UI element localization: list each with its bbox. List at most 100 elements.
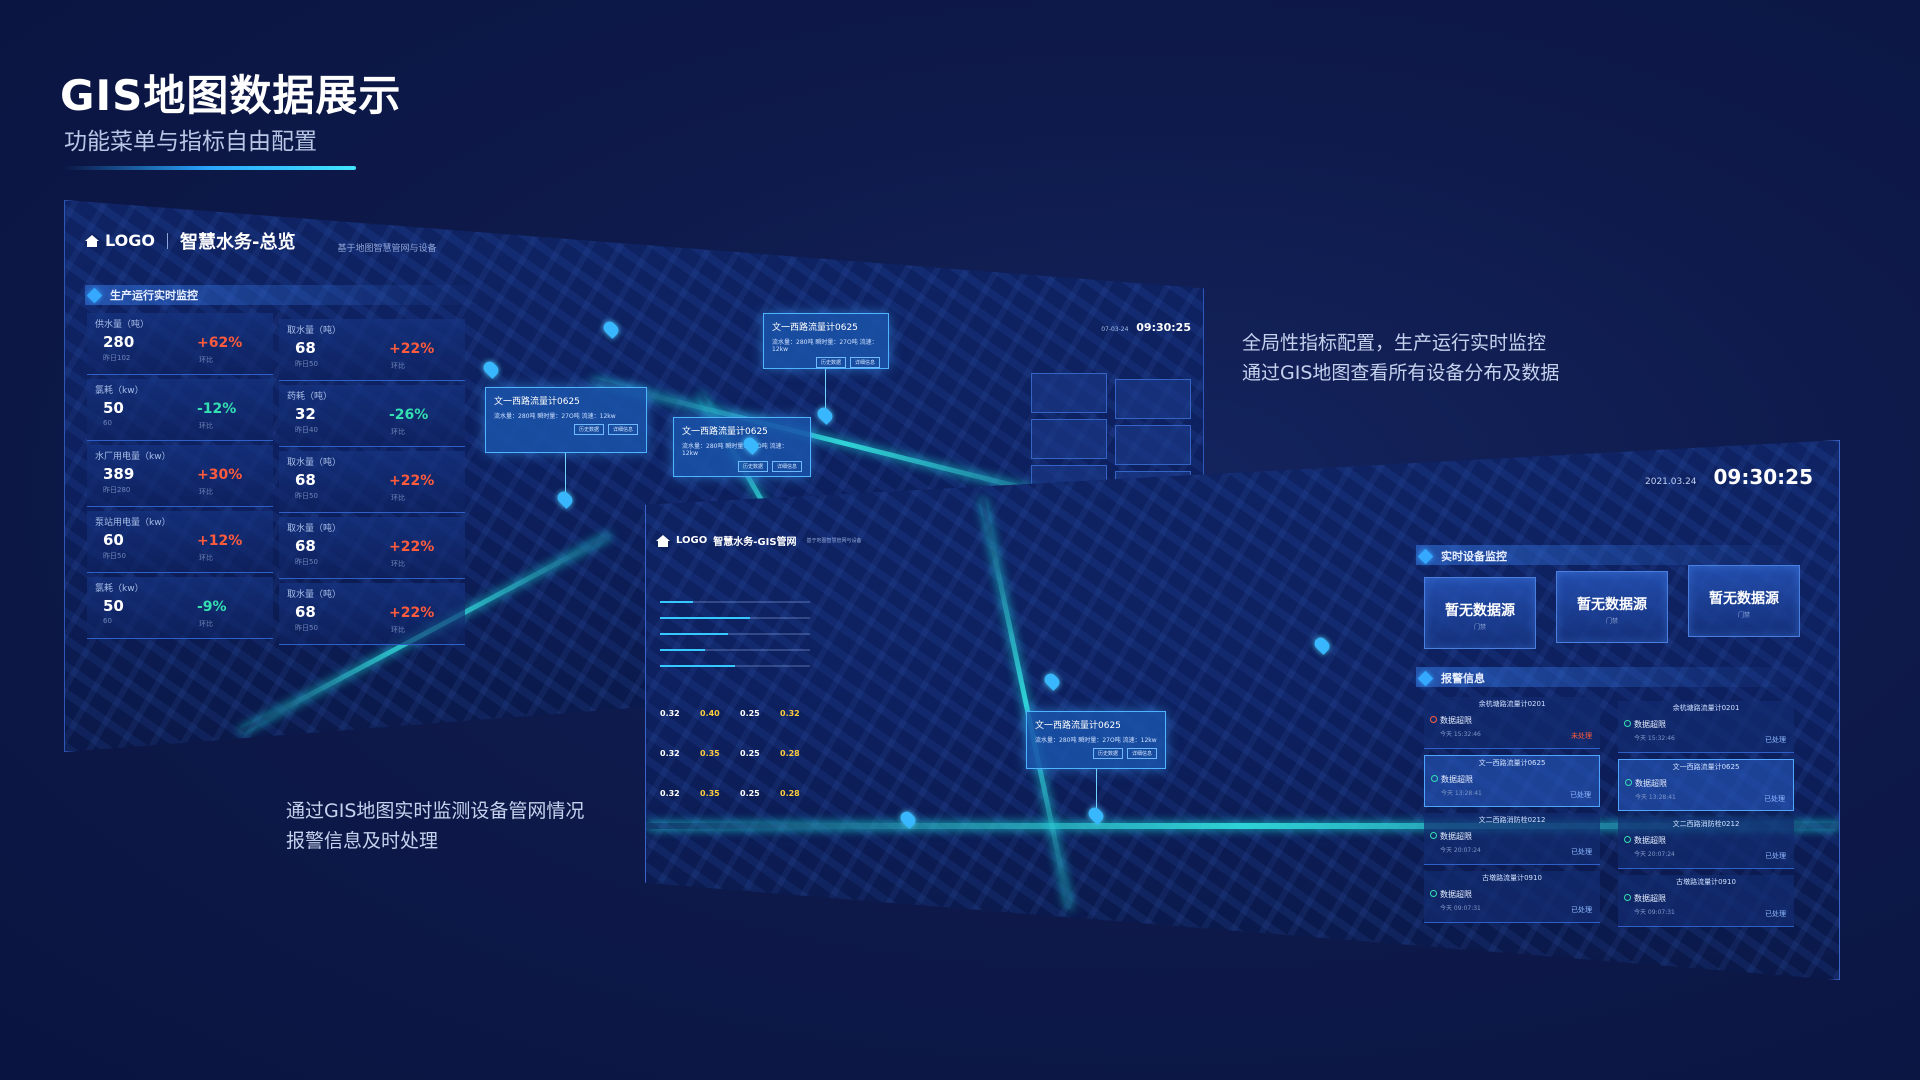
metric-change: -9%	[197, 599, 227, 615]
alarm-handle-status[interactable]: 已处理	[1765, 910, 1786, 918]
metric-change: +22%	[389, 539, 435, 555]
slider-track[interactable]	[660, 633, 810, 635]
metric-previous: 昨日50	[295, 360, 318, 368]
metric-unit-label: 环比	[199, 620, 213, 628]
history-button[interactable]: 历史数据	[737, 461, 768, 472]
logo-text: LOGO	[105, 231, 155, 250]
grid-value: 0.25	[740, 749, 760, 758]
alarm-icon	[1624, 836, 1631, 843]
metric-label: 氯耗（kw）	[95, 386, 144, 396]
slider-track[interactable]	[660, 601, 810, 603]
popup-title: 文一西路流量计0625	[772, 323, 858, 333]
detail-button[interactable]: 详细信息	[849, 357, 880, 368]
popup-row: 流水量：280吨 瞬时量：27O吨 流速：12kw	[494, 413, 616, 420]
alarm-time: 今天 20:07:24	[1634, 851, 1675, 858]
metric-change: +22%	[389, 473, 435, 489]
mini-alarm-card[interactable]	[1115, 425, 1191, 465]
device-popup[interactable]: 文一西路流量计0625 流水量：280吨 瞬时量：27O吨 流速：12kw 历史…	[1026, 711, 1166, 769]
alarm-icon	[1430, 716, 1437, 723]
home-icon	[656, 534, 670, 547]
slider-track[interactable]	[660, 665, 810, 667]
alarm-handle-status[interactable]: 已处理	[1765, 736, 1786, 744]
section-bar	[1416, 545, 1816, 565]
metric-unit-label: 环比	[391, 428, 405, 436]
metric-label: 水厂用电量（kw）	[95, 452, 171, 462]
alarm-handle-status[interactable]: 未处理	[1571, 732, 1592, 740]
device-popup[interactable]: 文一西路流量计0625 流水量：280吨 瞬时量：27O吨 流速：12kw 历史…	[763, 313, 889, 369]
no-data-card[interactable]: 暂无数据源门禁	[1688, 565, 1800, 637]
no-data-card[interactable]: 暂无数据源门禁	[1424, 577, 1536, 649]
hero-subtitle: 功能菜单与指标自由配置	[64, 129, 317, 155]
history-button[interactable]: 历史数据	[1092, 748, 1123, 759]
alarm-handle-status[interactable]: 已处理	[1571, 848, 1592, 856]
grid-value: 0.35	[700, 749, 720, 758]
alarm-handle-status[interactable]: 已处理	[1570, 791, 1591, 799]
mini-alarm-card[interactable]	[1115, 379, 1191, 419]
grid-value: 0.28	[780, 749, 800, 758]
metric-unit-label: 环比	[391, 560, 405, 568]
slider-track[interactable]	[660, 617, 810, 619]
metric-change: +62%	[197, 335, 243, 351]
metric-previous: 昨日280	[103, 486, 131, 494]
metric-label: 氯耗（kw）	[95, 584, 144, 594]
history-button[interactable]: 历史数据	[815, 357, 846, 368]
grid-value: 0.32	[660, 749, 680, 758]
metric-value: 389	[103, 465, 135, 483]
metric-card[interactable]: 氯耗（kw） 50 60 -9% 环比	[87, 577, 273, 639]
metric-value: 50	[103, 597, 124, 615]
alarm-icon	[1430, 890, 1437, 897]
alarm-status: 数据超限	[1634, 836, 1666, 845]
alarm-handle-status[interactable]: 已处理	[1765, 852, 1786, 860]
logo[interactable]: LOGO	[85, 231, 155, 250]
detail-button[interactable]: 详细信息	[1126, 748, 1157, 759]
section-device-monitor: 实时设备监控	[1417, 548, 1507, 564]
detail-button[interactable]: 详细信息	[771, 461, 802, 472]
pipeline-road	[646, 823, 1839, 829]
metric-change: -12%	[197, 401, 237, 417]
alarm-handle-status[interactable]: 已处理	[1764, 795, 1785, 803]
device-popup[interactable]: 文一西路流量计0625 流水量：280吨 瞬时量：27O吨 流速：12kw 历史…	[485, 387, 647, 453]
no-data-text: 暂无数据源	[1577, 597, 1647, 613]
detail-button[interactable]: 详细信息	[607, 424, 638, 435]
alarm-device: 文一西路流量计0625	[1672, 763, 1740, 771]
metric-previous: 60	[103, 617, 112, 625]
device-popup[interactable]: 文一西路流量计0625 流水量：280吨 瞬时量：27O吨 流速：12kw 历史…	[673, 417, 811, 477]
popup-row: 流水量：280吨 瞬时量：27O吨 流速：12kw	[1035, 737, 1157, 744]
grid-value: 0.32	[660, 709, 680, 718]
alarm-icon	[1624, 894, 1631, 901]
alarm-status: 数据超限	[1634, 894, 1666, 903]
alarm-handle-status[interactable]: 已处理	[1571, 906, 1592, 914]
alarm-icon	[1624, 720, 1631, 727]
metric-previous: 昨日102	[103, 354, 131, 362]
gis-subtitle: 基于地图智慧管网与设备	[806, 538, 862, 544]
metric-label: 供水量（吨）	[95, 320, 150, 330]
gis-logo-text[interactable]: LOGO	[676, 535, 708, 546]
metric-previous: 昨日50	[295, 558, 318, 566]
slider-track[interactable]	[660, 649, 810, 651]
overview-title: 智慧水务-总览	[179, 231, 296, 253]
mini-alarm-card[interactable]	[1031, 373, 1107, 413]
history-button[interactable]: 历史数据	[573, 424, 604, 435]
alarm-icon	[1431, 775, 1438, 782]
metric-unit-label: 环比	[199, 422, 213, 430]
mini-alarm-card[interactable]	[1031, 419, 1107, 459]
description-right-line2: 通过GIS地图查看所有设备分布及数据	[1242, 362, 1560, 384]
no-data-card[interactable]: 暂无数据源门禁	[1556, 571, 1668, 643]
